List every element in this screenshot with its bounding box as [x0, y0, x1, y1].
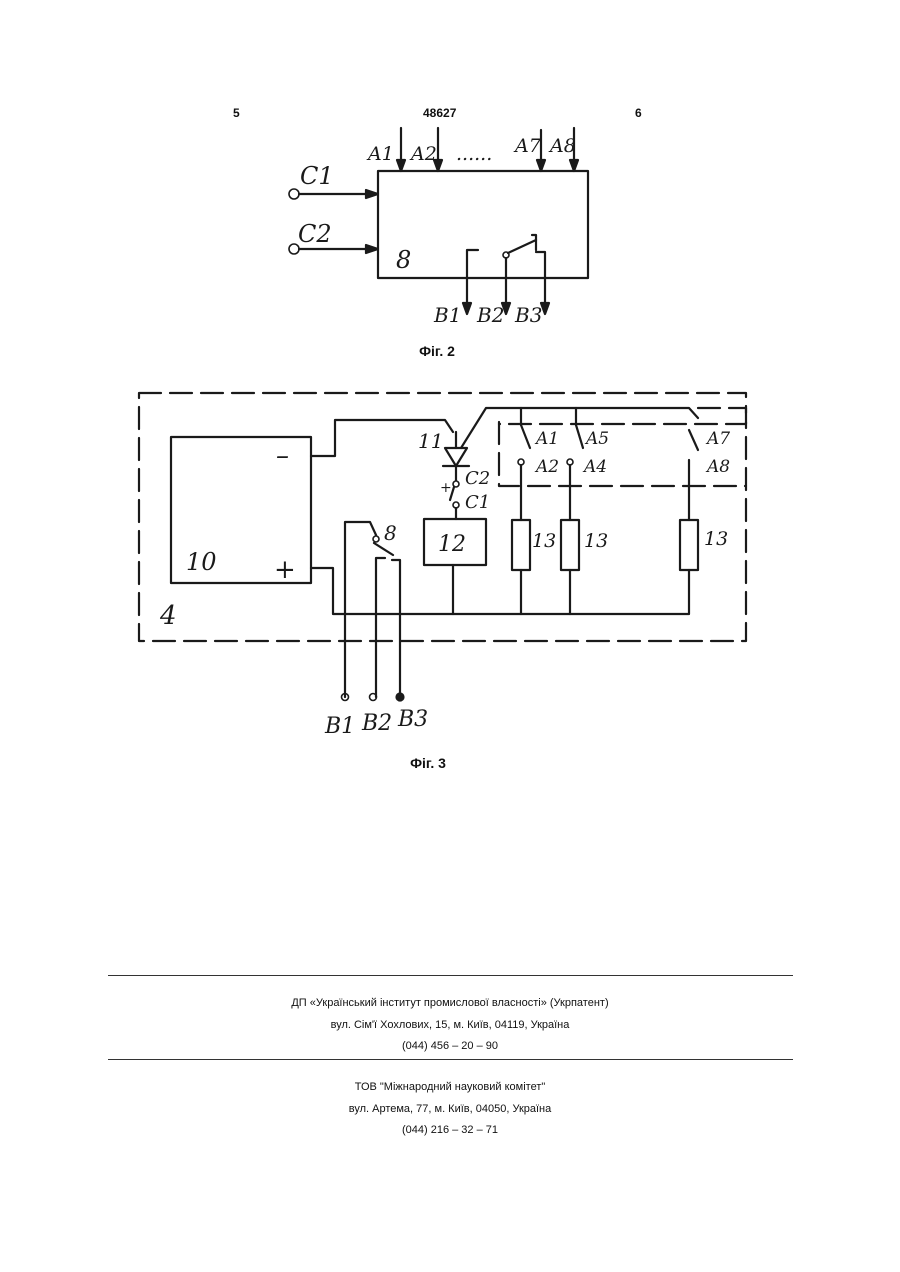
- fig3-output-b1: B1: [324, 714, 355, 739]
- label-c2: C2: [465, 468, 490, 489]
- battery-label: 10: [186, 548, 217, 576]
- label-a8: A8: [705, 457, 730, 477]
- resistor-label-1: 13: [532, 530, 556, 552]
- fig3-output-b2: B2: [361, 711, 392, 736]
- thyristor-label: 11: [418, 429, 443, 453]
- label-a4: A4: [582, 457, 607, 477]
- label-c1: C1: [465, 492, 490, 513]
- switch-block-top: [499, 408, 746, 424]
- battery-plus: +: [274, 555, 296, 585]
- switch-label: 8: [384, 521, 397, 545]
- org2-phone: (044) 216 – 32 – 71: [0, 1124, 900, 1136]
- label-a2: A2: [534, 457, 559, 477]
- battery-minus: –: [276, 441, 289, 471]
- resistor-label-3: 13: [704, 528, 728, 550]
- switch-8: [342, 522, 404, 701]
- label-a1: A1: [534, 429, 559, 449]
- housing-label: 4: [159, 601, 177, 631]
- label-a5: A5: [584, 429, 609, 449]
- org2-address: вул. Артема, 77, м. Київ, 04050, Україна: [0, 1103, 900, 1115]
- figure-3-caption: Фіг. 3: [410, 755, 446, 771]
- resistor-label-2: 13: [584, 530, 608, 552]
- footer-rule-middle: [108, 1059, 793, 1060]
- label-plus-small: +: [440, 480, 452, 496]
- org1-phone: (044) 456 – 20 – 90: [0, 1040, 900, 1052]
- org2-name: ТОВ "Міжнародний науковий комітет": [0, 1081, 900, 1093]
- org1-address: вул. Сім'ї Хохлових, 15, м. Київ, 04119,…: [0, 1019, 900, 1031]
- footer-rule-top: [108, 975, 793, 976]
- label-a7: A7: [705, 429, 730, 449]
- fig3-output-b3: B3: [397, 707, 428, 732]
- circuit-wiring: [311, 408, 698, 614]
- relay-label: 12: [438, 532, 466, 557]
- org1-name: ДП «Український інститут промислової вла…: [0, 997, 900, 1009]
- figure-3-diagram: 4 10 – + 11 +: [0, 0, 900, 760]
